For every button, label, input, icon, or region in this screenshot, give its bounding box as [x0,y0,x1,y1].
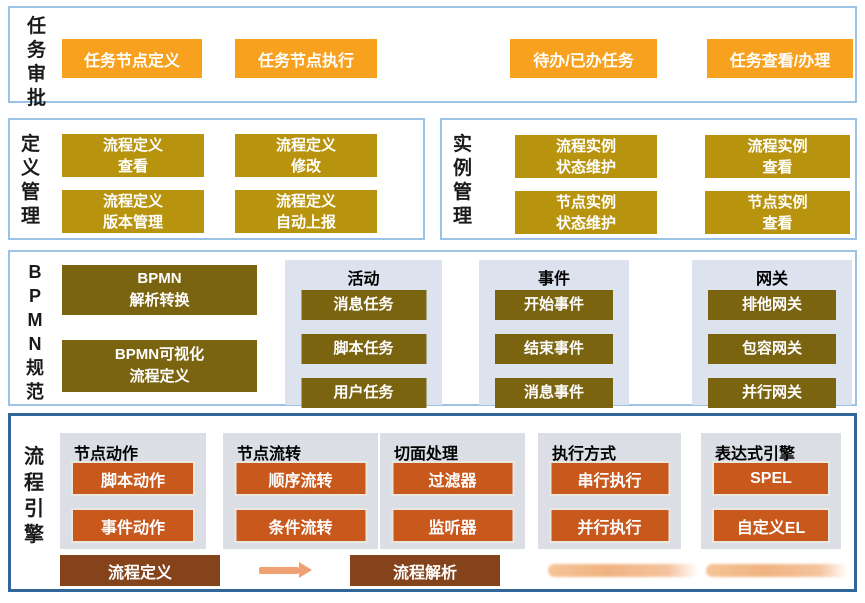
panel-gateway-title: 网关 [755,271,788,288]
panel-node-action-title: 节点动作 [74,446,139,463]
block-bpmn-parse-convert: BPMN 解析转换 [62,265,257,315]
block-task-node-definition: 任务节点定义 [62,39,202,78]
block-message-event: 消息事件 [495,378,613,408]
block-task-node-execution: 任务节点执行 [235,39,377,78]
section-task-approval-label: 任 务 审 批 [27,16,47,109]
panel-activity-title: 活动 [347,271,380,288]
block-todo-done-tasks: 待办/已办任务 [510,39,657,78]
block-custom-el: 自定义EL [712,508,830,543]
block-message-task: 消息任务 [301,290,426,320]
block-node-instance-status-maint: 节点实例 状态维护 [515,191,657,234]
block-condition-flow: 条件流转 [234,508,367,543]
block-process-def-version-mgmt: 流程定义 版本管理 [62,190,204,233]
block-end-event: 结束事件 [495,334,613,364]
block-process-parse: 流程解析 [350,555,500,586]
block-node-instance-view: 节点实例 查看 [705,191,850,234]
panel-aspect-handling-title: 切面处理 [394,446,459,463]
block-serial-execution: 串行执行 [549,461,670,496]
section-definition-mgmt-label: 定 义 管 理 [21,134,41,227]
block-parallel-gateway: 并行网关 [708,378,836,408]
section-bpmn-spec-label: B P M N 规 范 [26,262,44,402]
section-process-engine-label: 流 程 引 擎 [24,446,44,546]
panel-aspect-handling: 切面处理 过滤器 监听器 [380,433,525,549]
block-event-action: 事件动作 [71,508,195,543]
section-bpmn-spec: B P M N 规 范 BPMN 解析转换 BPMN可视化 流程定义 活动 消息… [8,250,857,408]
panel-gateway: 网关 排他网关 包容网关 并行网关 [692,260,852,408]
block-inclusive-gateway: 包容网关 [708,334,836,364]
panel-activity: 活动 消息任务 脚本任务 用户任务 [285,260,442,408]
section-instance-mgmt-label: 实 例 管 理 [453,134,473,227]
section-process-engine: 流 程 引 擎 节点动作 脚本动作 事件动作 节点流转 顺序流转 条件流转 切面… [8,413,857,592]
block-listener: 监听器 [391,508,514,543]
block-user-task: 用户任务 [301,378,426,408]
panel-node-action: 节点动作 脚本动作 事件动作 [60,433,206,549]
block-start-event: 开始事件 [495,290,613,320]
section-task-approval: 任 务 审 批 任务节点定义 任务节点执行 待办/已办任务 任务查看/办理 [8,6,857,109]
block-script-task: 脚本任务 [301,334,426,364]
block-process-instance-status-maint: 流程实例 状态维护 [515,135,657,178]
block-sequence-flow: 顺序流转 [234,461,367,496]
block-process-def-modify: 流程定义 修改 [235,134,377,177]
panel-expression-engine-title: 表达式引擎 [715,446,796,463]
block-filter: 过滤器 [391,461,514,496]
block-parallel-execution: 并行执行 [549,508,670,543]
block-bpmn-visual-process-def: BPMN可视化 流程定义 [62,340,257,392]
panel-node-flow: 节点流转 顺序流转 条件流转 [223,433,378,549]
section-instance-mgmt: 实 例 管 理 流程实例 状态维护 流程实例 查看 节点实例 状态维护 节点实例… [440,118,857,240]
flow-arrow-icon [259,562,313,578]
block-task-view-handle: 任务查看/办理 [707,39,853,78]
panel-execution-mode: 执行方式 串行执行 并行执行 [538,433,681,549]
block-process-definition: 流程定义 [60,555,220,586]
block-process-instance-view: 流程实例 查看 [705,135,850,178]
faded-flow-bar [706,564,848,577]
panel-event: 事件 开始事件 结束事件 消息事件 [479,260,629,408]
panel-node-flow-title: 节点流转 [237,446,302,463]
block-exclusive-gateway: 排他网关 [708,290,836,320]
block-process-def-auto-report: 流程定义 自动上报 [235,190,377,233]
panel-event-title: 事件 [537,271,570,288]
block-script-action: 脚本动作 [71,461,195,496]
panel-expression-engine: 表达式引擎 SPEL 自定义EL [701,433,841,549]
section-definition-mgmt: 定 义 管 理 流程定义 查看 流程定义 修改 流程定义 版本管理 流程定义 自… [8,118,425,240]
block-spel: SPEL [712,461,830,496]
faded-flow-bar [548,564,698,577]
block-process-def-view: 流程定义 查看 [62,134,204,177]
panel-execution-mode-title: 执行方式 [552,446,617,463]
